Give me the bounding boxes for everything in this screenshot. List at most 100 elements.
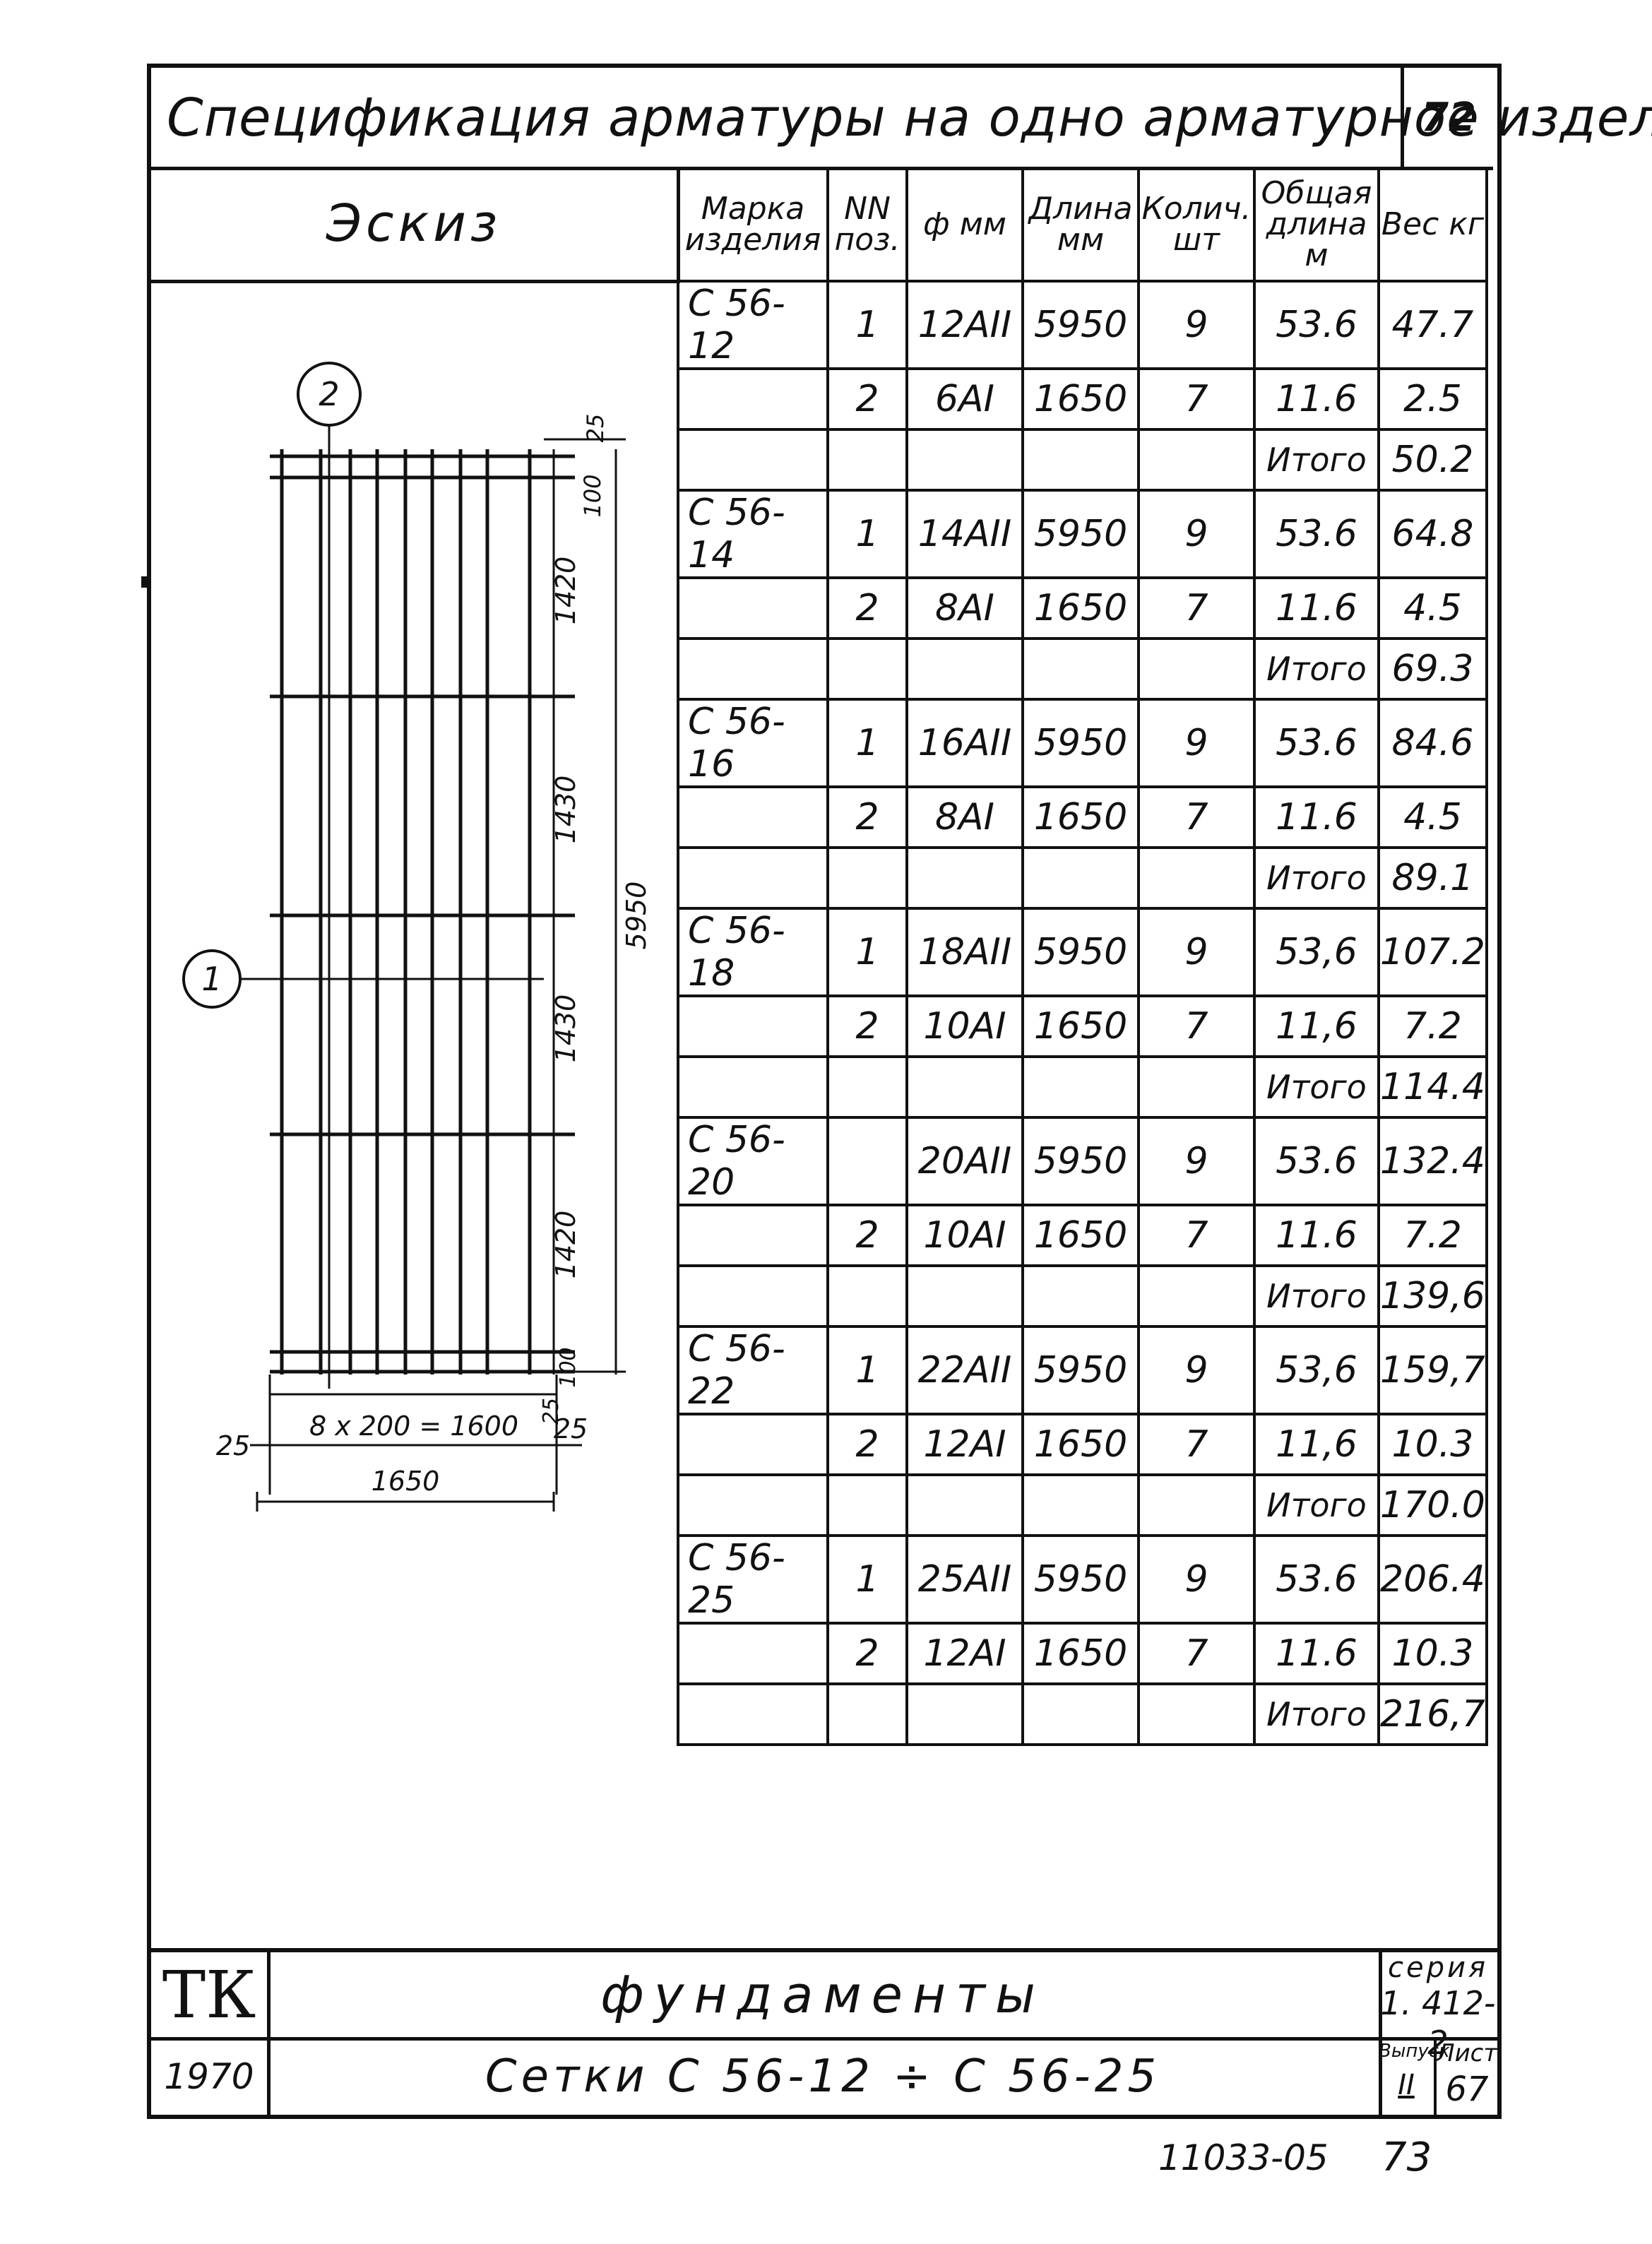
table-cell: 1650 xyxy=(1021,785,1140,849)
table-cell xyxy=(826,1055,908,1119)
table-cell: 9 xyxy=(1137,1534,1256,1625)
table-cell: 5950 xyxy=(1021,1325,1140,1415)
longitudinal-bars xyxy=(280,449,532,1375)
table-cell: 2 xyxy=(826,995,908,1058)
table-cell: 12АI xyxy=(905,1622,1024,1685)
dim-1430-a: 1430 xyxy=(550,776,581,844)
table-cell: 25АII xyxy=(905,1534,1024,1625)
table-cell: 22АII xyxy=(905,1325,1024,1415)
table-cell: 1650 xyxy=(1021,576,1140,640)
column-header: NN поз. xyxy=(826,167,908,283)
table-cell: 1650 xyxy=(1021,995,1140,1058)
table-cell: С 56-25 xyxy=(677,1534,829,1625)
table-cell: 11.6 xyxy=(1253,785,1380,849)
table-cell: 9 xyxy=(1137,907,1256,997)
table-cell: 7 xyxy=(1137,1413,1256,1476)
table-cell xyxy=(905,1682,1024,1746)
table-cell: 5950 xyxy=(1021,1534,1140,1625)
table-cell xyxy=(826,1682,908,1746)
table-cell xyxy=(677,1264,829,1328)
table-cell: Итого xyxy=(1253,1682,1380,1746)
table-cell xyxy=(905,1264,1024,1328)
table-cell xyxy=(1021,428,1140,492)
dim-1420-bottom: 1420 xyxy=(550,1211,581,1279)
table-cell: 2 xyxy=(826,785,908,849)
series-box: серия 1. 412-2 xyxy=(1379,1952,1497,2062)
table-cell: 7 xyxy=(1137,576,1256,640)
table-cell: 53.6 xyxy=(1253,698,1380,788)
table-cell: 2 xyxy=(826,1413,908,1476)
table-cell: 10.3 xyxy=(1377,1413,1488,1476)
table-cell: 18АII xyxy=(905,907,1024,997)
list-value: 67 xyxy=(1445,2070,1489,2109)
table-cell: 53,6 xyxy=(1253,1325,1380,1415)
table-cell: 11.6 xyxy=(1253,1622,1380,1685)
column-header: Колич. шт xyxy=(1137,167,1256,283)
callout-1-label: 1 xyxy=(201,960,222,998)
dim-spacing: 8 x 200 = 1600 xyxy=(309,1411,518,1442)
table-cell xyxy=(1137,1473,1256,1537)
table-cell xyxy=(1137,637,1256,701)
dim-25-right: 25 xyxy=(554,1413,588,1444)
dim-25-bottom: 25 xyxy=(539,1398,564,1425)
table-cell: 2 xyxy=(826,576,908,640)
table-cell: 9 xyxy=(1137,698,1256,788)
table-cell xyxy=(677,995,829,1058)
table-cell xyxy=(677,576,829,640)
table-cell: 9 xyxy=(1137,1116,1256,1206)
table-cell: 12АI xyxy=(905,1413,1024,1476)
table-cell xyxy=(1137,846,1256,910)
table-cell: 11.6 xyxy=(1253,1204,1380,1267)
table-cell: 114.4 xyxy=(1377,1055,1488,1119)
table-cell xyxy=(1021,1682,1140,1746)
table-cell: 7.2 xyxy=(1377,995,1488,1058)
sketch-header: Эскиз xyxy=(151,167,680,283)
dim-100-bottom: 100 xyxy=(556,1347,581,1387)
table-cell: 2 xyxy=(826,367,908,431)
table-cell: 5950 xyxy=(1021,698,1140,788)
issue-label: Выпуск xyxy=(1379,2041,1450,2062)
table-cell xyxy=(677,637,829,701)
table-cell: 107.2 xyxy=(1377,907,1488,997)
issue-value: II xyxy=(1398,2069,1415,2101)
table-cell: 20АII xyxy=(905,1116,1024,1206)
table-cell: 206.4 xyxy=(1377,1534,1488,1625)
table-cell xyxy=(1137,1055,1256,1119)
dim-width: 1650 xyxy=(372,1466,440,1497)
table-cell xyxy=(1137,428,1256,492)
table-cell: 53.6 xyxy=(1253,1116,1380,1206)
table-cell: 12АII xyxy=(905,280,1024,370)
table-cell: 89.1 xyxy=(1377,846,1488,910)
archive-code: 11033-05 xyxy=(1158,2137,1329,2178)
dim-total: 5950 xyxy=(621,881,652,950)
table-cell xyxy=(826,1116,908,1206)
table-cell xyxy=(1021,1264,1140,1328)
table-cell: Итого xyxy=(1253,428,1380,492)
table-cell: 53.6 xyxy=(1253,280,1380,370)
table-cell: 14АII xyxy=(905,489,1024,579)
table-cell xyxy=(905,1055,1024,1119)
table-cell: 64.8 xyxy=(1377,489,1488,579)
issue-box: Выпуск II xyxy=(1379,2037,1450,2116)
table-cell: 1650 xyxy=(1021,1204,1140,1267)
table-cell: 10АI xyxy=(905,995,1024,1058)
column-header: Общая длина м xyxy=(1253,167,1380,283)
table-cell: 7.2 xyxy=(1377,1204,1488,1267)
series-label: серия xyxy=(1387,1952,1489,1984)
table-cell: 53.6 xyxy=(1253,489,1380,579)
table-cell xyxy=(905,1473,1024,1537)
year: 1970 xyxy=(151,2037,271,2116)
table-cell: 4.5 xyxy=(1377,785,1488,849)
table-cell xyxy=(677,1204,829,1267)
table-cell: 53,6 xyxy=(1253,907,1380,997)
table-cell xyxy=(826,1264,908,1328)
table-cell xyxy=(826,846,908,910)
table-cell: С 56-16 xyxy=(677,698,829,788)
table-cell: 7 xyxy=(1137,367,1256,431)
